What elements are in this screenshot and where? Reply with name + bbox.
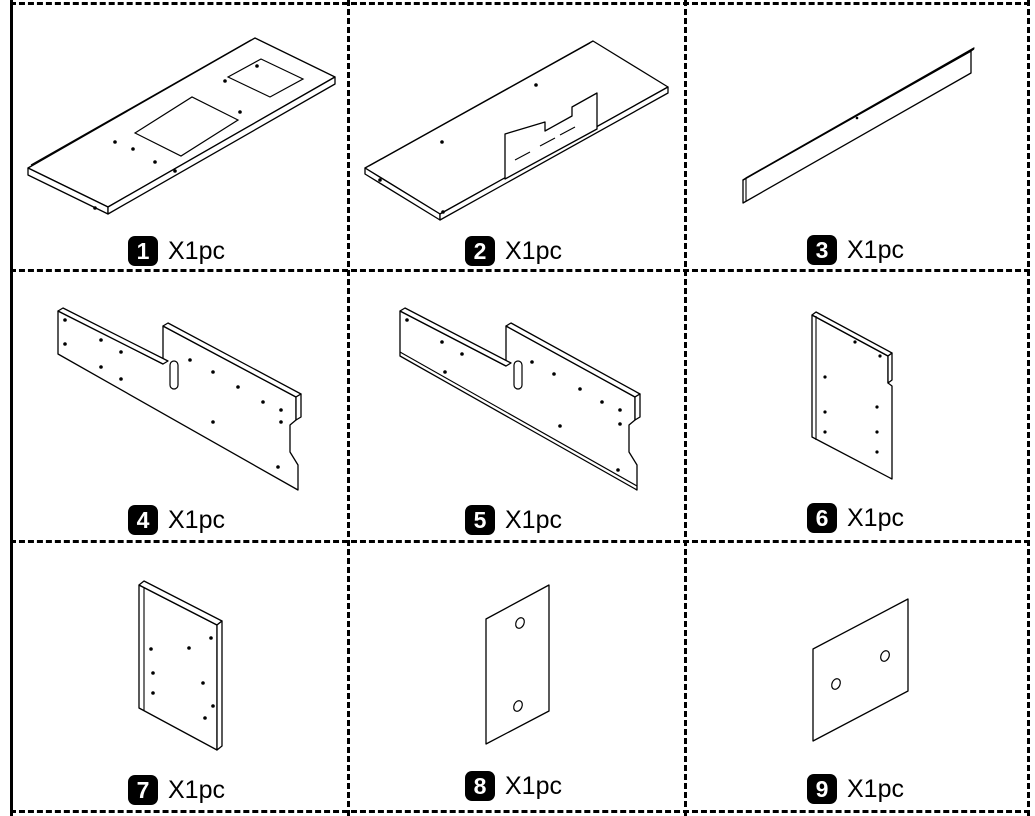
part-number-badge: 5	[465, 505, 495, 535]
countertop-panel-illustration	[27, 37, 336, 215]
base-panel-illustration	[364, 40, 669, 221]
grid-divider-vertical-2	[684, 0, 687, 816]
part-quantity: X1pc	[505, 505, 562, 534]
part-number-badge: 7	[128, 775, 158, 805]
side-panel-right-illustration	[811, 311, 893, 480]
part-cell-8: 8 X1pc	[350, 543, 684, 810]
part-number-badge: 4	[128, 505, 158, 535]
grid-divider-horizontal-1	[10, 269, 1030, 272]
part-quantity: X1pc	[847, 503, 904, 532]
part-quantity: X1pc	[505, 771, 562, 800]
door-panel-illustration	[485, 584, 550, 745]
part-cell-9: 9 X1pc	[687, 543, 1027, 810]
side-panel-left-illustration	[138, 580, 223, 751]
back-panel-illustration	[57, 307, 302, 491]
part-quantity: X1pc	[168, 505, 225, 534]
frame-left-border	[10, 0, 13, 816]
rear-panel-illustration	[399, 307, 641, 491]
part-quantity: X1pc	[505, 236, 562, 265]
grid-divider-vertical-1	[347, 0, 350, 816]
part-number-badge: 3	[807, 235, 837, 265]
part-cell-7: 7 X1pc	[13, 543, 347, 810]
part-number-badge: 6	[807, 503, 837, 533]
part-caption-5: 5 X1pc	[465, 505, 562, 535]
part-quantity: X1pc	[168, 775, 225, 804]
part-quantity: X1pc	[847, 235, 904, 264]
part-number-badge: 1	[128, 236, 158, 266]
part-number-badge: 9	[807, 774, 837, 804]
grid-divider-top	[10, 2, 1030, 5]
part-caption-4: 4 X1pc	[128, 505, 225, 535]
part-quantity: X1pc	[847, 774, 904, 803]
part-caption-8: 8 X1pc	[465, 771, 562, 801]
part-cell-4: 4 X1pc	[13, 272, 347, 540]
part-cell-3: 3 X1pc	[687, 5, 1027, 269]
part-caption-2: 2 X1pc	[465, 236, 562, 266]
part-caption-1: 1 X1pc	[128, 236, 225, 266]
part-number-badge: 2	[465, 236, 495, 266]
part-caption-6: 6 X1pc	[807, 503, 904, 533]
part-quantity: X1pc	[168, 236, 225, 265]
grid-divider-horizontal-2	[10, 540, 1030, 543]
part-caption-9: 9 X1pc	[807, 774, 904, 804]
part-caption-7: 7 X1pc	[128, 775, 225, 805]
drawer-front-illustration	[812, 598, 909, 742]
rail-illustration	[742, 47, 975, 204]
grid-divider-right	[1027, 0, 1030, 816]
part-cell-2: 2 X1pc	[350, 5, 684, 269]
part-number-badge: 8	[465, 771, 495, 801]
part-cell-1: 1 X1pc	[13, 5, 347, 269]
part-cell-5: 5 X1pc	[350, 272, 684, 540]
part-caption-3: 3 X1pc	[807, 235, 904, 265]
part-cell-6: 6 X1pc	[687, 272, 1027, 540]
grid-divider-bottom	[10, 810, 1030, 813]
